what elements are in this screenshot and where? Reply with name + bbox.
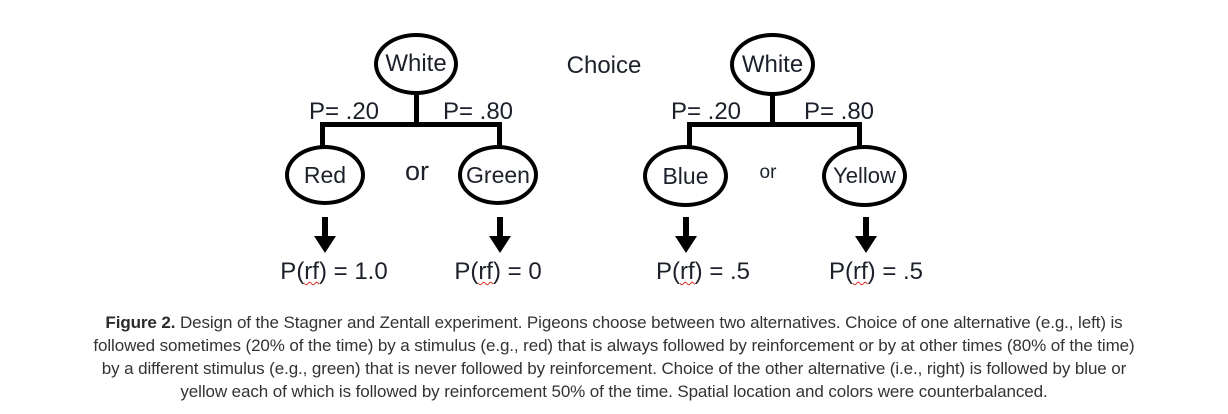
right-branch-drop-line — [857, 122, 862, 146]
outcome-post: ) = 1.0 — [318, 258, 388, 285]
left-branch-probability: P= .20 — [308, 98, 380, 125]
outcome-pre: P( — [828, 258, 853, 285]
outcome-pre: P( — [454, 258, 479, 285]
outcome-rf: rf — [852, 258, 868, 285]
outcome-post: ) = .5 — [694, 258, 751, 285]
or-label: or — [404, 156, 430, 186]
outcome-rf: rf — [679, 258, 695, 285]
yellow-reinforcement-probability: P(rf) = .5 — [829, 259, 923, 284]
root-connector-line — [414, 93, 419, 124]
outcome-pre: P( — [280, 258, 305, 285]
blue-node: Blue — [643, 145, 728, 207]
down-arrow-red-head — [314, 236, 336, 253]
figure-caption: Figure 2. Design of the Stagner and Zent… — [0, 311, 1228, 403]
right-branch-drop-line — [497, 122, 502, 146]
outcome-post: ) = .5 — [867, 258, 924, 285]
white-node-label: White — [741, 50, 804, 78]
outcome-pre: P( — [655, 258, 680, 285]
down-arrow-blue-head — [675, 236, 697, 253]
down-arrow-yellow-head — [855, 236, 877, 253]
white-node: White — [374, 33, 458, 95]
left-branch-probability: P= .20 — [670, 98, 742, 125]
green-node-label: Green — [466, 161, 530, 188]
down-arrow-red — [322, 217, 328, 237]
green-reinforcement-probability: P(rf) = 0 — [454, 259, 541, 284]
green-node: Green — [458, 145, 538, 205]
right-branch-probability: P= .80 — [803, 98, 875, 125]
red-node: Red — [285, 145, 365, 205]
red-reinforcement-probability: P(rf) = 1.0 — [280, 259, 387, 284]
red-node-label: Red — [303, 161, 347, 188]
left-branch-drop-line — [687, 122, 692, 146]
root-connector-line — [770, 94, 775, 124]
down-arrow-green — [497, 217, 503, 237]
caption-line: Figure 2. Design of the Stagner and Zent… — [0, 311, 1228, 334]
right-branch-probability: P= .80 — [442, 98, 514, 125]
left-branch-drop-line — [320, 122, 325, 146]
outcome-post: ) = 0 — [492, 258, 542, 285]
yellow-node-label: Yellow — [833, 163, 896, 188]
white-node-label: White — [385, 50, 447, 77]
caption-line: followed sometimes (20% of the time) by … — [93, 336, 1135, 355]
down-arrow-blue — [683, 217, 689, 237]
or-label: or — [759, 162, 777, 183]
white-node: White — [730, 33, 815, 96]
outcome-rf: rf — [478, 258, 493, 285]
caption-line: by a different stimulus (e.g., green) th… — [101, 359, 1127, 378]
branch-bar — [687, 122, 862, 127]
branch-bar — [320, 122, 502, 127]
down-arrow-green-head — [489, 236, 511, 253]
blue-node-label: Blue — [662, 162, 709, 189]
choice-label: Choice — [566, 52, 642, 79]
blue-reinforcement-probability: P(rf) = .5 — [656, 259, 750, 284]
outcome-rf: rf — [304, 258, 319, 285]
caption-line: yellow each of which is followed by rein… — [180, 382, 1048, 401]
caption-text: Design of the Stagner and Zentall experi… — [175, 313, 1123, 332]
yellow-node: Yellow — [822, 145, 907, 207]
caption-figure-label: Figure 2. — [105, 313, 176, 332]
down-arrow-yellow — [863, 217, 869, 237]
